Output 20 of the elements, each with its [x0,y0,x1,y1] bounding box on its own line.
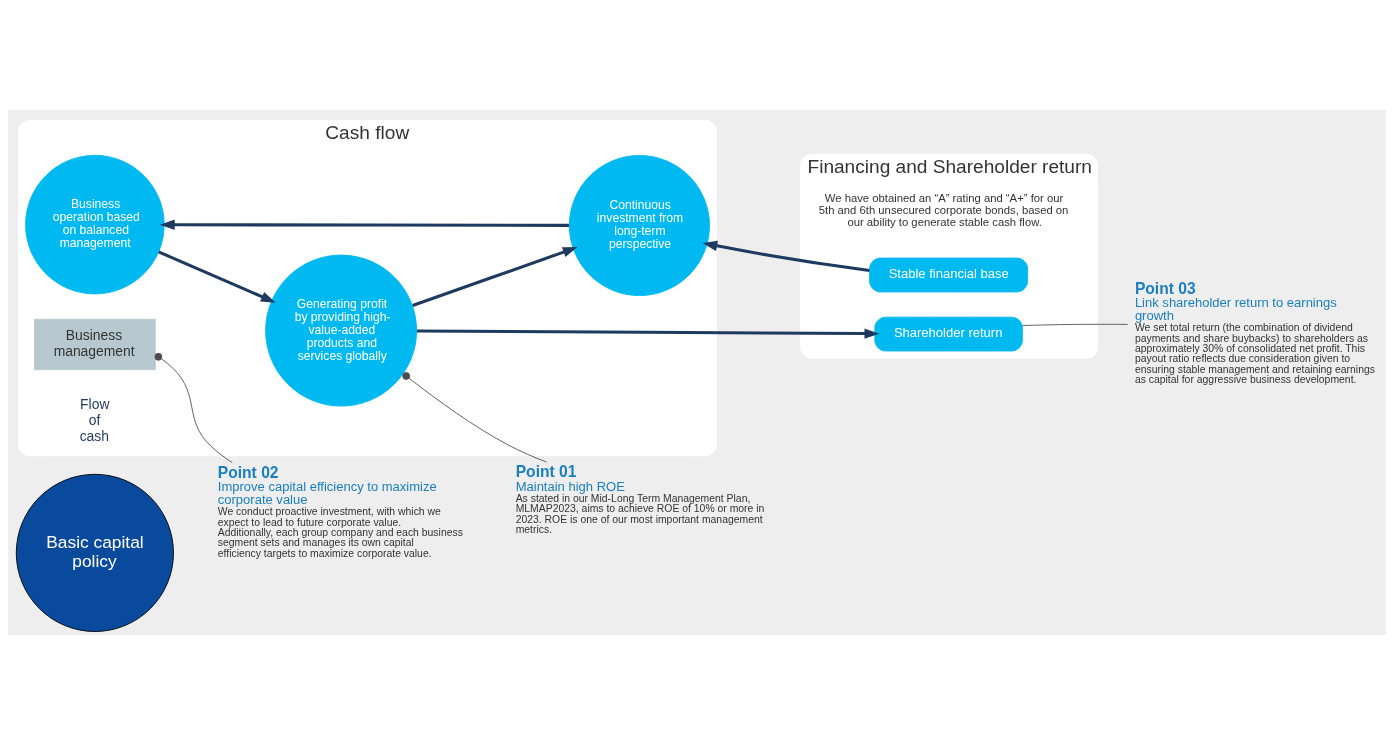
arrow [158,250,276,303]
node-text: Flow of cash [79,396,110,444]
node-circle: Basic capital policy [15,473,174,632]
arrow [702,240,870,272]
node-circle: Generating profit by providing high-value-added products and services globally [265,254,418,407]
node-circle: Continuous investment from long-term perspective [568,154,710,297]
arrow [416,328,880,339]
node-text: Point 01 Maintain high ROE As stated in our Mid-Long Term Management Plan, MLMAP2023, aims to achieve ROE of 10% or more in 2023. ROE is one of our most important management metrics. [515,463,765,536]
node-box: Stable financial base [869,257,1029,293]
connector [154,352,233,463]
connector [402,372,547,463]
arrow [159,219,570,230]
node-circle: Business operation based on balanced management [25,154,165,295]
node-text: Point 03 Link shareholder return to earnings growth We set total return (the combination of dividend payments and share buybacks) to shareholders as approximately 30% of consolidated net profit. This payout ratio reflects due consideration given to ensuring stable management and retaining earnings as capital for aggressive business development. [1134,279,1375,386]
connector [1022,323,1129,327]
node-box: Shareholder return [874,316,1023,352]
node-text: Point 02 Improve capital efficiency to maximize corporate value We conduct proactive investment, with which we expect to lead to future corporate value. Additionally, each group company and each business segment sets and manages its own capital efficiency targets to maximize corporate value. [217,463,463,559]
node-box: Business management [34,318,156,371]
node-label: We have obtained an “A” rating and “A+” for our 5th and 6th unsecured corporate bonds, based on our ability to generate stable cash flow. [818,191,1069,228]
arrow [412,247,578,307]
